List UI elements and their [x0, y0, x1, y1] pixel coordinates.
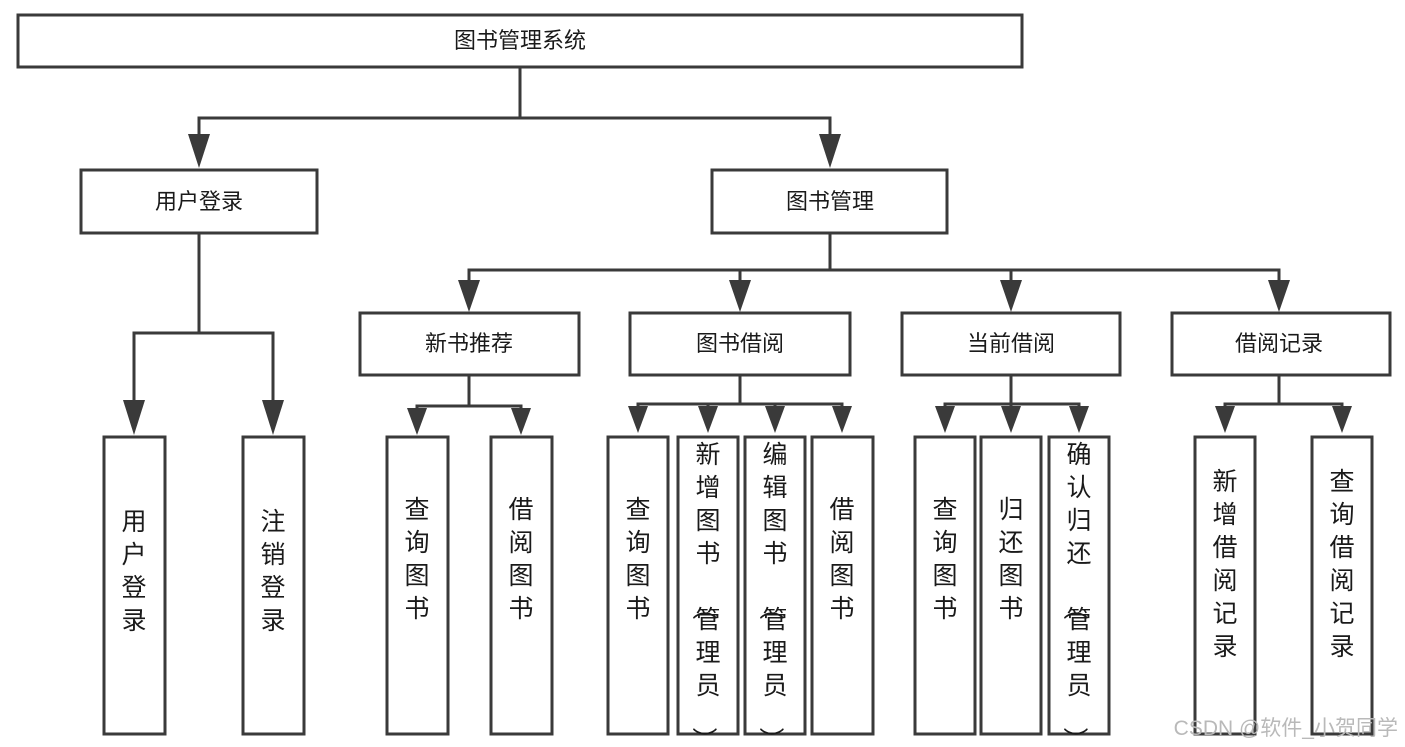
leaf-query-books-2-box[interactable]: [606, 435, 670, 736]
leaf-edit-book-admin[interactable]: 编辑图书（管理员）: [743, 435, 807, 747]
arrow-head-leaf-confirm-return-admin: [1069, 406, 1089, 433]
leaf-borrow-books-1-box[interactable]: [489, 435, 554, 736]
arrow-head-leaf-user-login: [123, 400, 145, 435]
node-root-label: 图书管理系统: [454, 28, 586, 53]
node-user-login-label: 用户登录: [155, 189, 243, 214]
leaf-add-borrow-record[interactable]: 新增借阅记录: [1193, 435, 1257, 736]
leaf-query-books-1-box[interactable]: [385, 435, 450, 736]
watermark-label: CSDN @软件_小贺同学: [1174, 717, 1398, 740]
leaf-logout-label: 注销登录: [260, 508, 285, 635]
node-new-book-recommend-label: 新书推荐: [425, 331, 513, 356]
leaf-edit-book-admin-box[interactable]: [743, 435, 807, 736]
leaf-add-book-admin[interactable]: 新增图书（管理员）: [676, 435, 740, 747]
leaf-query-books-3[interactable]: 查询图书: [913, 435, 977, 736]
node-borrow-record[interactable]: 借阅记录: [1170, 311, 1392, 377]
arrow-head-book-management: [819, 134, 841, 168]
arrow-head-leaf-return-books: [1001, 406, 1021, 433]
arrow-head-leaf-query-books-2: [628, 406, 648, 433]
leaf-query-borrow-record-label: 查询借阅记录: [1329, 468, 1354, 661]
node-borrow-record-label: 借阅记录: [1235, 331, 1323, 356]
leaf-logout-box[interactable]: [241, 435, 306, 736]
leaf-query-books-3-box[interactable]: [913, 435, 977, 736]
leaf-add-book-admin-label: 新增图书（管理员）: [689, 441, 720, 747]
node-current-borrow[interactable]: 当前借阅: [900, 311, 1122, 377]
node-new-book-recommend[interactable]: 新书推荐: [358, 311, 581, 377]
leaf-borrow-books-2[interactable]: 借阅图书: [810, 435, 875, 736]
arrow-head-leaf-query-books-1: [407, 408, 427, 435]
arrow-head-leaf-query-books-3: [935, 406, 955, 433]
arrow-head-leaf-borrow-books-2: [832, 406, 852, 433]
node-book-management-box[interactable]: [710, 168, 949, 235]
node-book-management-label: 图书管理: [786, 189, 874, 214]
leaf-query-books-3-label: 查询图书: [932, 496, 957, 623]
leaf-query-books-1-label: 查询图书: [404, 496, 429, 623]
arrow-head-book-borrow: [729, 280, 751, 312]
leaf-logout[interactable]: 注销登录: [241, 435, 306, 736]
arrow-head-user-login: [188, 134, 210, 168]
node-book-borrow-label: 图书借阅: [696, 331, 784, 356]
arrow-head-leaf-add-book-admin: [698, 406, 718, 433]
leaf-confirm-return-admin[interactable]: 确认归还（管理员）: [1047, 435, 1111, 747]
leaf-add-book-admin-box[interactable]: [676, 435, 740, 736]
leaf-borrow-books-2-label: 借阅图书: [829, 496, 854, 623]
leaf-query-books-2[interactable]: 查询图书: [606, 435, 670, 736]
leaf-return-books[interactable]: 归还图书: [979, 435, 1043, 736]
node-borrow-record-box[interactable]: [1170, 311, 1392, 377]
leaf-user-login-label: 用户登录: [121, 508, 146, 635]
arrow-head-current-borrow: [1000, 280, 1022, 312]
leaf-query-books-1[interactable]: 查询图书: [385, 435, 450, 736]
leaf-add-borrow-record-label: 新增借阅记录: [1212, 468, 1237, 661]
connector-layer: [123, 65, 1352, 435]
leaf-query-borrow-record-box[interactable]: [1310, 435, 1374, 736]
arrow-head-leaf-logout: [262, 400, 284, 435]
leaf-confirm-return-admin-box[interactable]: [1047, 435, 1111, 736]
arrow-head-leaf-query-borrow-record: [1332, 406, 1352, 433]
arrow-head-leaf-add-borrow-record: [1215, 406, 1235, 433]
leaf-edit-book-admin-label: 编辑图书（管理员）: [756, 441, 787, 747]
leaf-confirm-return-admin-label: 确认归还（管理员）: [1060, 441, 1091, 747]
node-root[interactable]: 图书管理系统: [16, 13, 1024, 69]
node-new-book-recommend-box[interactable]: [358, 311, 581, 377]
arrow-head-leaf-borrow-books-1: [511, 408, 531, 435]
leaf-add-borrow-record-box[interactable]: [1193, 435, 1257, 736]
arrow-head-new-book-recommend: [458, 280, 480, 312]
node-current-borrow-box[interactable]: [900, 311, 1122, 377]
leaf-return-books-label: 归还图书: [998, 496, 1023, 623]
node-root-box[interactable]: [16, 13, 1024, 69]
leaf-query-borrow-record[interactable]: 查询借阅记录: [1310, 435, 1374, 736]
leaf-return-books-box[interactable]: [979, 435, 1043, 736]
node-user-login-box[interactable]: [79, 168, 319, 235]
node-book-borrow-box[interactable]: [628, 311, 852, 377]
leaf-user-login[interactable]: 用户登录: [102, 435, 167, 736]
leaf-borrow-books-1[interactable]: 借阅图书: [489, 435, 554, 736]
arrow-head-leaf-edit-book-admin: [765, 406, 785, 433]
node-user-login[interactable]: 用户登录: [79, 168, 319, 235]
leaf-query-books-2-label: 查询图书: [625, 496, 650, 623]
node-book-borrow[interactable]: 图书借阅: [628, 311, 852, 377]
leaf-borrow-books-1-label: 借阅图书: [508, 496, 533, 623]
leaf-borrow-books-2-box[interactable]: [810, 435, 875, 736]
arrow-head-borrow-record: [1268, 280, 1290, 312]
node-book-management[interactable]: 图书管理: [710, 168, 949, 235]
leaf-user-login-box[interactable]: [102, 435, 167, 736]
node-current-borrow-label: 当前借阅: [967, 331, 1055, 356]
